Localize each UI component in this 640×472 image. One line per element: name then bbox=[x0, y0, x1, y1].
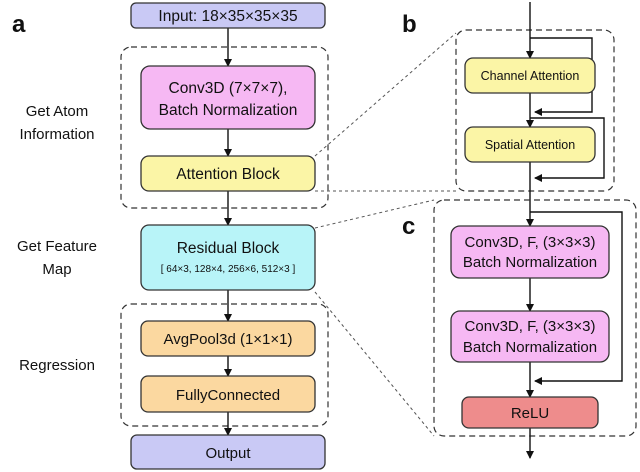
fc-label: FullyConnected bbox=[176, 387, 280, 404]
spatial-attention-node: Spatial Attention bbox=[464, 126, 596, 163]
residual-config: [ 64×3, 128×4, 256×6, 512×3 ] bbox=[161, 264, 296, 275]
output-box bbox=[130, 434, 326, 470]
spatial-attention-label: Spatial Attention bbox=[485, 138, 575, 152]
attention-node: Attention Block bbox=[140, 155, 316, 192]
residual-detail-group bbox=[433, 199, 637, 437]
stage-label-atom-2: Information bbox=[19, 126, 94, 143]
skip-connection-spatial bbox=[530, 117, 605, 182]
relu-node: ReLU bbox=[461, 396, 599, 429]
output-node: Output bbox=[130, 434, 326, 470]
input-label: Input: 18×35×35×35 bbox=[158, 8, 297, 25]
atom-info-group bbox=[120, 46, 329, 209]
attention-box bbox=[140, 155, 316, 192]
residual-conv2-label-1: Conv3D, F, (3×3×3) bbox=[465, 318, 596, 335]
residual-conv1-label-2: Batch Normalization bbox=[463, 254, 597, 271]
conv-node: Conv3D (7×7×7), Batch Normalization bbox=[140, 65, 316, 130]
fc-node: FullyConnected bbox=[140, 375, 316, 413]
fc-box bbox=[140, 375, 316, 413]
avgpool-label: AvgPool3d (1×1×1) bbox=[164, 331, 293, 348]
conv-box bbox=[140, 65, 316, 130]
input-node: Input: 18×35×35×35 bbox=[130, 2, 326, 29]
residual-node: Residual Block [ 64×3, 128×4, 256×6, 512… bbox=[140, 224, 316, 291]
stage-label-feature-1: Get Feature bbox=[17, 238, 97, 255]
relu-label: ReLU bbox=[511, 405, 549, 422]
zoom-line-residual-top bbox=[314, 199, 435, 229]
spatial-attention-box bbox=[464, 126, 596, 163]
output-label: Output bbox=[205, 445, 251, 462]
input-box bbox=[130, 2, 326, 29]
stage-label-atom-1: Get Atom bbox=[26, 103, 89, 120]
residual-conv1-box bbox=[450, 225, 610, 279]
residual-conv1-node: Conv3D, F, (3×3×3) Batch Normalization bbox=[450, 225, 610, 279]
channel-attention-box bbox=[464, 57, 596, 94]
zoom-line-attention-top bbox=[314, 32, 457, 157]
attention-label: Attention Block bbox=[176, 166, 280, 183]
residual-conv2-node: Conv3D, F, (3×3×3) Batch Normalization bbox=[450, 310, 610, 363]
stage-label-regression: Regression bbox=[19, 357, 95, 374]
residual-conv2-box bbox=[450, 310, 610, 363]
channel-attention-node: Channel Attention bbox=[464, 57, 596, 94]
relu-box bbox=[461, 396, 599, 429]
regression-group bbox=[120, 303, 329, 427]
stage-label-feature-2: Map bbox=[42, 261, 71, 278]
conv-label-2: Batch Normalization bbox=[159, 102, 298, 119]
residual-skip-connection bbox=[530, 211, 623, 385]
channel-attention-label: Channel Attention bbox=[481, 69, 580, 83]
residual-conv2-label-2: Batch Normalization bbox=[463, 339, 597, 356]
residual-label: Residual Block bbox=[177, 240, 280, 257]
avgpool-node: AvgPool3d (1×1×1) bbox=[140, 320, 316, 357]
attention-detail-group bbox=[455, 29, 615, 192]
panel-b-label: b bbox=[402, 11, 417, 38]
zoom-line-residual-bottom bbox=[314, 291, 435, 437]
panel-c-label: c bbox=[402, 213, 415, 240]
panel-a-label: a bbox=[12, 11, 26, 38]
conv-label-1: Conv3D (7×7×7), bbox=[169, 80, 288, 97]
residual-conv1-label-1: Conv3D, F, (3×3×3) bbox=[465, 234, 596, 251]
avgpool-box bbox=[140, 320, 316, 357]
residual-box bbox=[140, 224, 316, 291]
